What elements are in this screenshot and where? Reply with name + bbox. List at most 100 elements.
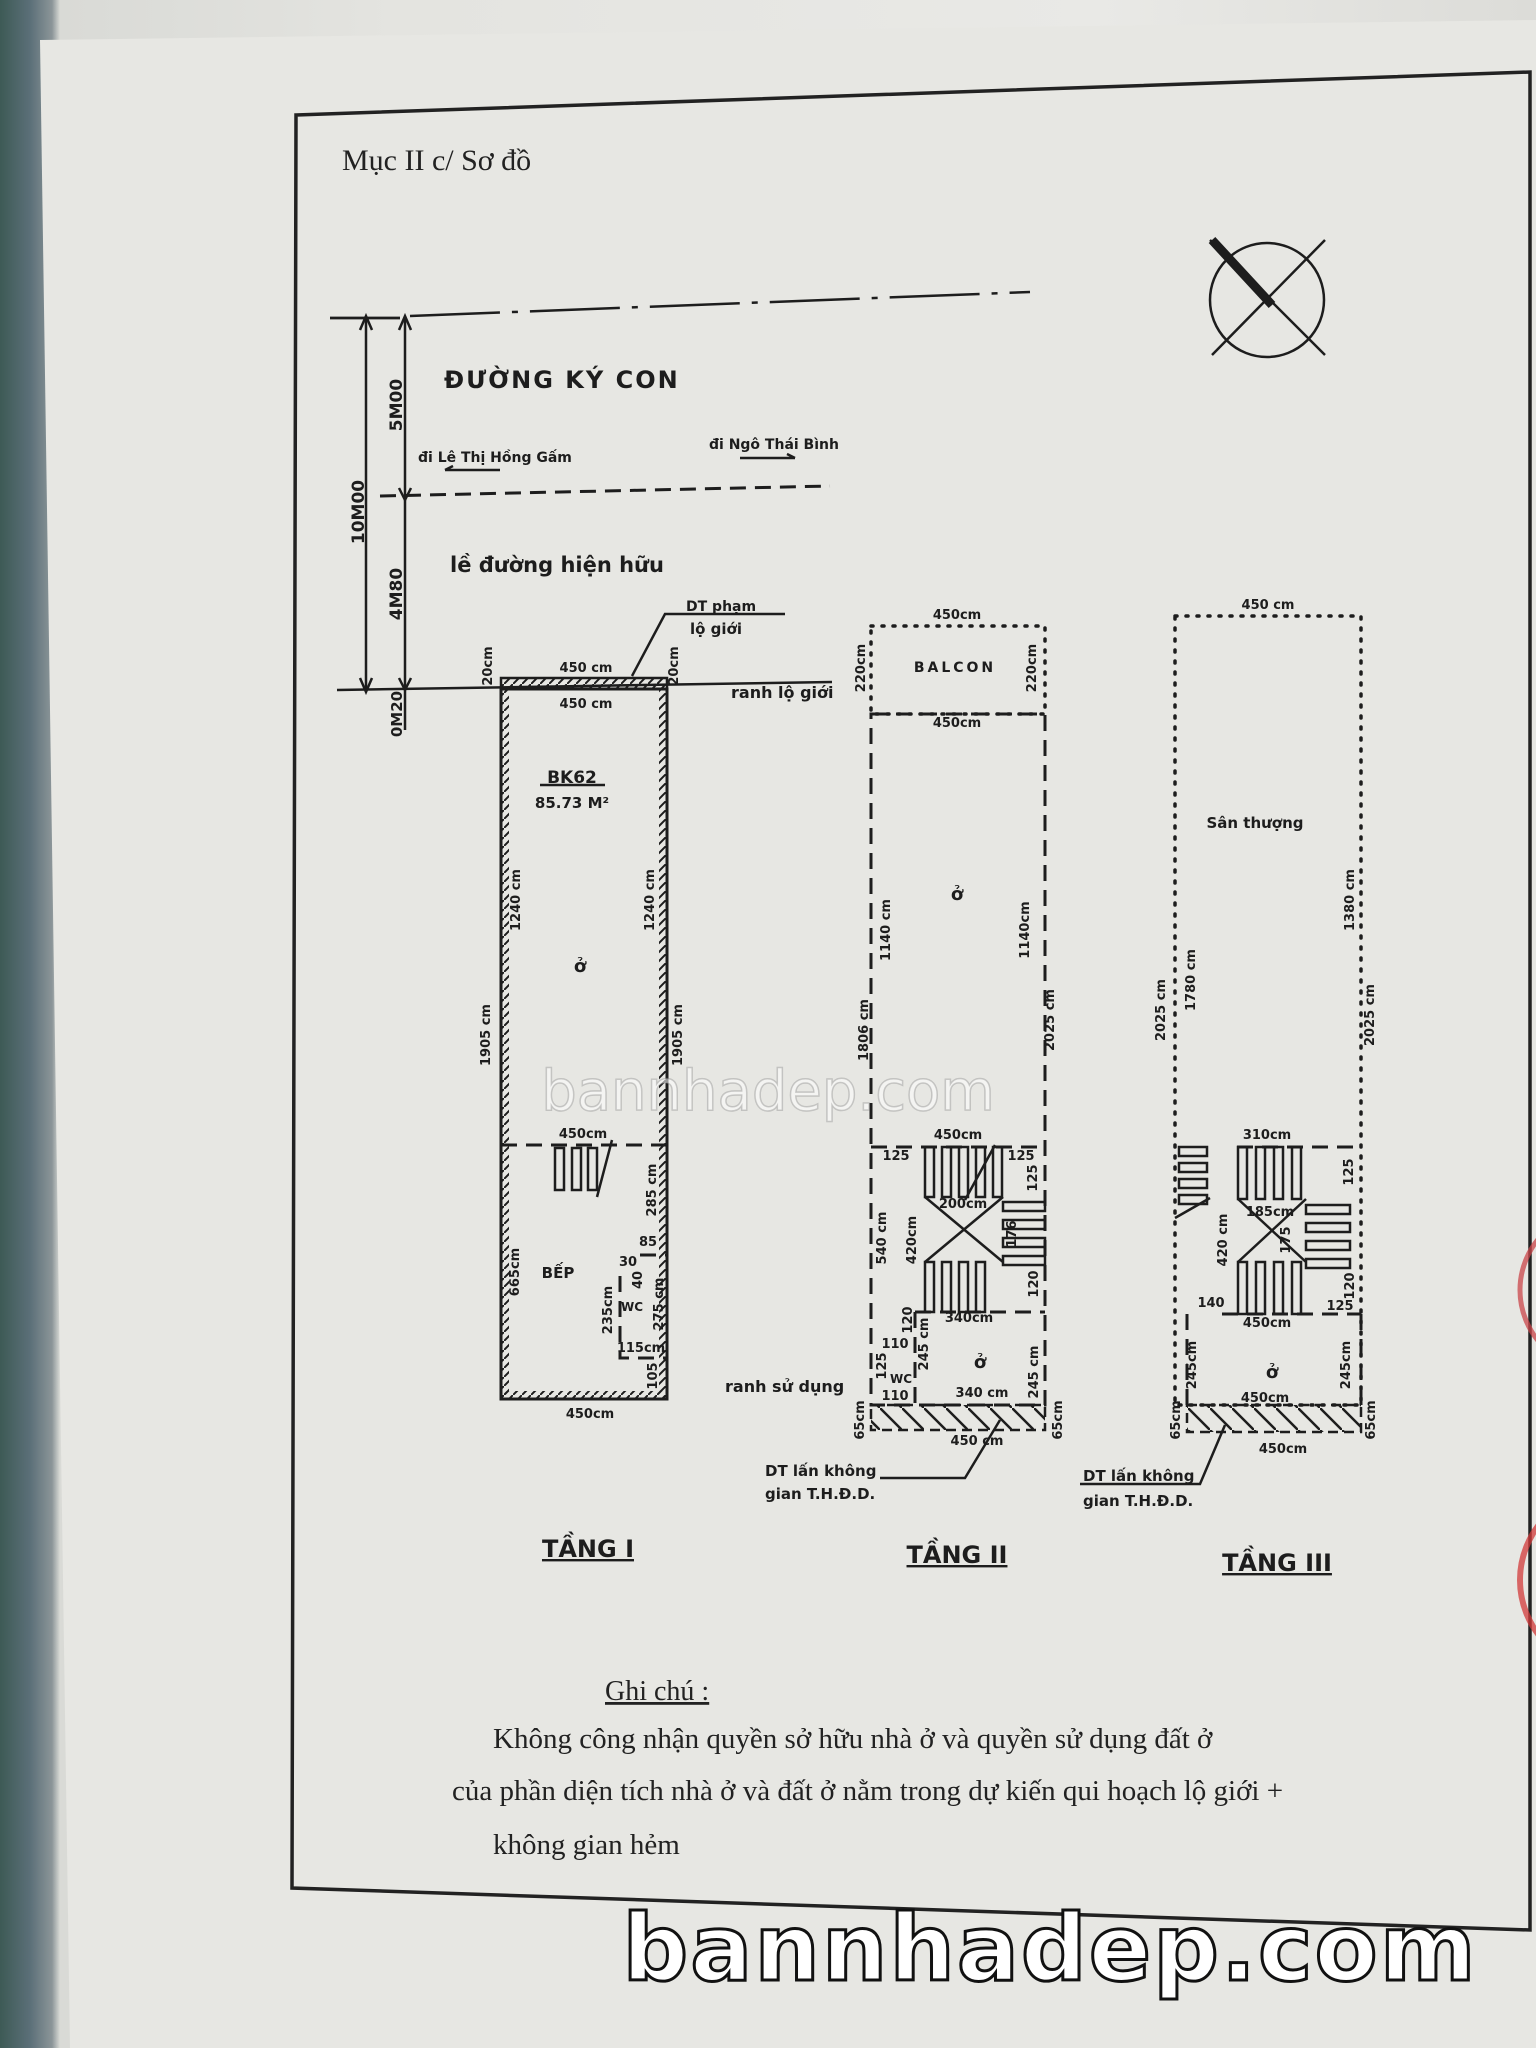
direction-left: đi Lê Thị Hồng Gấm [418, 449, 572, 466]
notes-line-3: không gian hẻm [493, 1829, 680, 1861]
floor-1-dimension-label: 1905 cm [671, 1004, 686, 1066]
floor-3-dimension-label: 175 [1279, 1226, 1294, 1253]
floor-3-dimension-label: 245cm [1185, 1341, 1200, 1389]
floor-2-dimension-label: 65cm [1051, 1400, 1066, 1439]
sidewalk-label: lề đường hiện hữu [450, 553, 664, 577]
floor-3-dimension-label: 125 [1326, 1299, 1353, 1314]
floor-2-dimension-label: 1140cm [1018, 901, 1033, 958]
watermark-bottom: bannhadep.com [622, 1895, 1477, 2002]
floor-2-dimension-label: 450cm [933, 716, 981, 731]
floor-2-encroach-1: DT lấn không [765, 1462, 876, 1480]
section-title: Mục II c/ Sơ đồ [342, 144, 531, 177]
north-arrow-icon [1208, 236, 1326, 359]
floor-1-title: TẦNG I [542, 1530, 634, 1563]
floor-2-dimension-label: 1140 cm [879, 899, 894, 961]
floor-3-dimension-label: 450cm [1259, 1442, 1307, 1457]
kitchen-label: BẾP [542, 1261, 575, 1282]
floor-1-dimension-label: 115cm [617, 1341, 665, 1356]
floor-1-dimension-label: 665cm [508, 1248, 523, 1296]
notes-line-2: của phần diện tích nhà ở và đất ở nằm tr… [452, 1775, 1283, 1807]
floor-1-dimension-label: 450 cm [560, 697, 613, 712]
floor-2-dimension-label: 110 [881, 1337, 908, 1352]
floor-3-plan [1080, 614, 1363, 1486]
floor-2-dimension-label: 450 cm [951, 1434, 1004, 1449]
dim-sidewalk-width: 4M80 [387, 568, 407, 621]
document-frame [290, 70, 1532, 1932]
floor-2-dimension-label: 125 [875, 1352, 890, 1379]
lot-code: BK62 [547, 768, 597, 788]
floor-2-dimension-label: 2025 cm [1043, 989, 1058, 1051]
floor-1-dimension-label: 1240 cm [643, 869, 658, 931]
floor-2-dimension-label: 125 [1007, 1149, 1034, 1164]
floor-1-dimension-label: 235cm [601, 1286, 616, 1334]
direction-right: đi Ngô Thái Bình [709, 437, 839, 453]
floor-3-dimension-label: 420 cm [1216, 1214, 1231, 1267]
dim-road-width: 5M00 [387, 379, 407, 432]
floor-1-dimension-label: 450 cm [560, 661, 613, 676]
floor-3-dimension-label: 185cm [1246, 1205, 1294, 1220]
floor-1-dimension-label: 105 [646, 1362, 661, 1389]
arrow-right-icon [740, 452, 796, 460]
floor-1-dimension-label: 30 [619, 1255, 637, 1270]
floor-2-room-label: ở [951, 884, 964, 905]
floor-2-dimension-label: 120 [901, 1306, 916, 1333]
floor-3-dimension-label: 65cm [1364, 1400, 1379, 1439]
floor-3-dimension-label: 450cm [1243, 1316, 1291, 1331]
arrow-left-icon [444, 464, 500, 472]
floor-3-dimension-label: 1380 cm [1343, 869, 1358, 931]
floor-3-dimension-label: 1780 cm [1184, 949, 1199, 1011]
floor-3-dimension-label: 2025 cm [1154, 979, 1169, 1041]
floor-2-dimension-label: 110 [881, 1389, 908, 1404]
floor-2-dimension-label: 125 [1026, 1164, 1041, 1191]
floor-1-dimension-label: 450cm [559, 1127, 607, 1142]
floor-2-dimension-label: 120 [1027, 1270, 1042, 1297]
encroach-label-2: lộ giới [690, 620, 742, 638]
floor-3-dimension-label: 120 [1343, 1272, 1358, 1299]
floor-2-dimension-label: 220cm [1025, 644, 1040, 692]
floor-3-dimension-label: 2025 cm [1363, 984, 1378, 1046]
floor-2-dimension-label: 65cm [853, 1400, 868, 1439]
floor-2-dimension-label: 1806 cm [857, 999, 872, 1061]
terrace-label: Sân thượng [1206, 814, 1303, 832]
floor-1-plan [499, 676, 669, 1401]
floor-1-dimension-label: 275 cm [652, 1278, 667, 1331]
floor-1-dimension-label: 20cm [481, 646, 496, 685]
floor-2-dimension-label: 200cm [939, 1197, 987, 1212]
floor-1-dimension-label: 40 [631, 1271, 646, 1289]
dim-total-width: 10M00 [349, 480, 369, 544]
notes-line-1: Không công nhận quyền sở hữu nhà ở và qu… [493, 1723, 1213, 1755]
floor-2-plan [869, 624, 1047, 1480]
floor-3-dimension-label: 245cm [1339, 1341, 1354, 1389]
floor-2-dimension-label: 340 cm [956, 1386, 1009, 1401]
floor-1-dimension-label: 450cm [566, 1407, 614, 1422]
floor-2-dimension-label: 420cm [905, 1216, 920, 1264]
watermark-center: bannhadep.com [541, 1059, 995, 1124]
encroach-leader [630, 612, 785, 677]
floor-3-dimensions: 450 cm 1780 cm 2025 cm 1380 cm 2025 cm 310cm 1… [1154, 598, 1379, 1457]
road-boundary-label: ranh lộ giới [731, 683, 834, 702]
floor-1-wc-label: WC [621, 1300, 643, 1314]
floor-2-wc-label: WC [890, 1372, 912, 1386]
floor-2-room-2-label: ở [974, 1352, 987, 1373]
floor-3-dimension-label: 450 cm [1242, 598, 1295, 613]
usage-boundary-label: ranh sử dụng [725, 1377, 844, 1396]
floor-3-title: TẦNG III [1222, 1544, 1332, 1577]
floor-3-dimension-label: 125 [1342, 1158, 1357, 1185]
floor-2-dimension-label: 220cm [854, 644, 869, 692]
floor-2-dimension-label: 125 [882, 1149, 909, 1164]
floor-1-dimension-label: 85 [639, 1235, 657, 1250]
floor-1-dimension-label: 1240 cm [509, 869, 524, 931]
floor-2-dimension-label: 340cm [945, 1311, 993, 1326]
floor-3-dimension-label: 450cm [1241, 1391, 1289, 1406]
floor-2-encroach-2: gian T.H.Đ.D. [765, 1485, 875, 1503]
floor-3-dimension-label: 140 [1197, 1296, 1224, 1311]
floor-3-dimension-label: 310cm [1243, 1128, 1291, 1143]
floor-1-dimension-label: 285 cm [645, 1164, 660, 1217]
balcony-label: BALCON [914, 660, 996, 676]
floor-1-room-label: ở [574, 956, 587, 977]
floor-1-dimension-label: 1905 cm [479, 1004, 494, 1066]
